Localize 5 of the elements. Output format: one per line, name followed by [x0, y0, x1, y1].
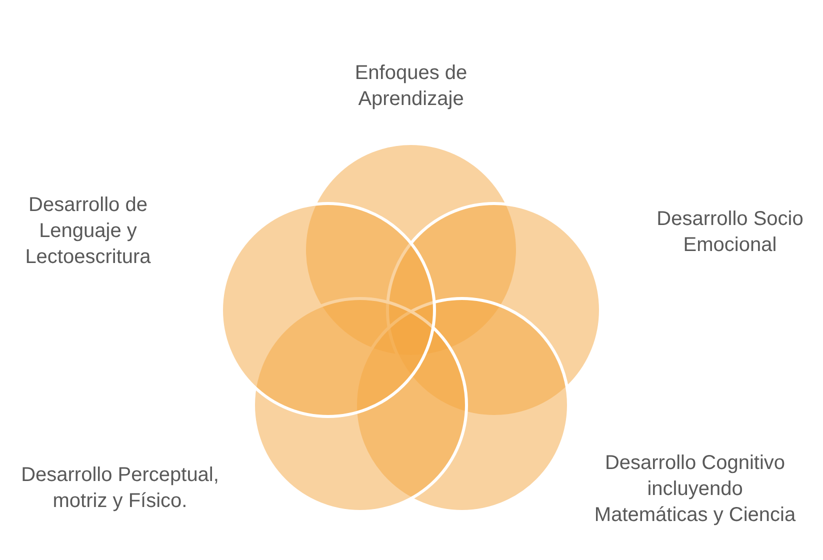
circle-label: Enfoques de Aprendizaje: [354, 61, 468, 112]
circle-label: Desarrollo Perceptual, motriz y Físico.: [20, 463, 220, 514]
circle-label: Desarrollo Cognitivo incluyendo Matemáticas y Ciencia: [593, 451, 797, 528]
circle-label: Desarrollo Socio Emocional: [656, 207, 804, 258]
circle-label: Desarrollo de Lenguaje y Lectoescritura: [24, 193, 152, 270]
